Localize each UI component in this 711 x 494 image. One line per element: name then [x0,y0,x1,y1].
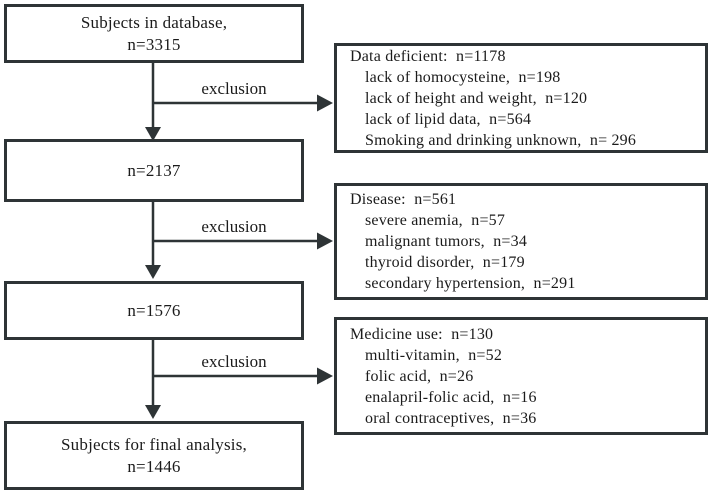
arrow-down-1 [145,62,161,141]
exclusion-box-item: folic acid, n=26 [365,367,474,385]
exclusion-box-item: oral contraceptives, n=36 [365,409,537,427]
box-line: Subjects for final analysis, [61,434,247,454]
box-subjects-final-analysis: Subjects for final analysis, n=1446 [4,421,304,490]
arrow-down-2 [145,201,161,279]
arrow-right-3 [153,367,333,385]
exclusion-box-item: lack of lipid data, n=564 [365,110,532,128]
arrow-right-1 [153,94,333,112]
exclusion-box-item: malignant tumors, n=34 [365,233,528,250]
box-line: n=1576 [127,300,181,320]
arrow-right-2 [153,232,333,250]
box-line: n=3315 [127,34,181,54]
exclusion-box-item: enalapril-folic acid, n=16 [365,388,537,406]
exclusion-box-title: Medicine use: n=130 [350,325,494,343]
box-subjects-in-database: Subjects in database, n=3315 [4,4,304,63]
exclusion-label-3: exclusion [201,352,267,371]
box-line: n=1446 [127,456,181,476]
exclusion-box-item: Smoking and drinking unknown, n= 296 [365,131,637,149]
exclusion-box-item: secondary hypertension, n=291 [365,275,576,292]
exclusion-box-item: lack of height and weight, n=120 [365,89,588,107]
exclusion-label-2: exclusion [201,217,267,236]
box-n-1576: n=1576 [4,281,304,340]
box-line: n=2137 [127,160,181,180]
arrow-down-3 [145,339,161,419]
box-exclusion-disease: Disease: n=561 severe anemia, n=57 malig… [334,183,708,300]
box-line: Subjects in database, [80,12,228,32]
exclusion-label-1: exclusion [201,79,267,98]
box-n-2137: n=2137 [4,139,304,202]
exclusion-box-item: severe anemia, n=57 [365,212,506,229]
exclusion-box-item: multi-vitamin, n=52 [365,346,503,364]
box-exclusion-medicine-use: Medicine use: n=130 multi-vitamin, n=52 … [334,317,708,435]
box-exclusion-data-deficient: Data deficient: n=1178 lack of homocyste… [334,43,708,153]
exclusion-box-title: Disease: n=561 [350,191,457,208]
exclusion-box-item: lack of homocysteine, n=198 [365,68,561,86]
exclusion-box-title: Data deficient: n=1178 [350,47,506,65]
exclusion-box-item: thyroid disorder, n=179 [365,254,525,271]
